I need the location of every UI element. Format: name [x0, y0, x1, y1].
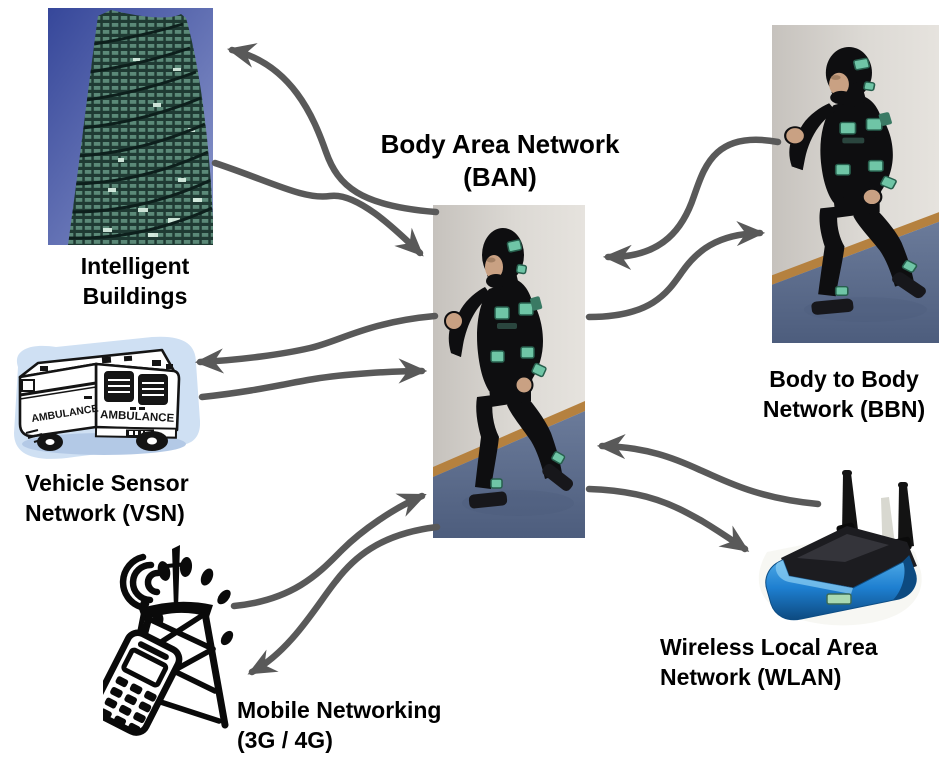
arrow-ban-to-wlan — [585, 485, 750, 553]
arrow-ban-to-mobile — [247, 523, 441, 676]
door-handle — [139, 407, 145, 410]
title-line1: Body Area Network — [380, 129, 620, 159]
window-blinds — [108, 379, 164, 396]
title-line2: (BAN) — [463, 162, 537, 192]
label-wlan: Wireless Local Area Network (WLAN) — [660, 632, 878, 692]
label-mobile-networking: Mobile Networking (3G / 4G) — [237, 695, 441, 755]
arrow-ban-to-bbn — [585, 220, 766, 321]
router-display — [826, 593, 852, 605]
label-line: Mobile Networking — [237, 697, 442, 723]
wheels — [37, 431, 168, 451]
door-handle — [130, 407, 136, 410]
mobile-phone-icon — [103, 599, 183, 736]
ambulance-image: AMBULANCE AMBULANCE — [14, 336, 200, 459]
label-line: (3G / 4G) — [237, 727, 333, 753]
label-line: Network (VSN) — [25, 500, 185, 526]
license-plate — [126, 429, 154, 437]
arrow-mobile-to-ban — [230, 492, 427, 610]
label-line: Buildings — [82, 283, 188, 309]
router-side-wedge — [893, 556, 917, 600]
arrow-ban-to-vsn — [194, 312, 439, 374]
label-line: Network (WLAN) — [660, 664, 842, 690]
arrow-vsn-to-ban — [198, 358, 428, 401]
label-bbn: Body to Body Network (BBN) — [746, 364, 942, 424]
speed-lines — [25, 429, 49, 443]
router-edge-light — [775, 560, 853, 594]
label-line: Network (BBN) — [762, 396, 926, 422]
ban-person-image — [433, 205, 585, 538]
intelligent-buildings-image — [48, 8, 213, 245]
label-line: Wireless Local Area — [660, 634, 878, 660]
router-top-highlight — [797, 534, 889, 562]
roof-lights — [40, 355, 173, 371]
label-vsn: Vehicle Sensor Network (VSN) — [25, 468, 189, 528]
signal-waves-icon — [119, 553, 162, 611]
wlan-router-image — [758, 470, 922, 626]
label-line: Body to Body — [769, 366, 919, 392]
cab-window — [21, 379, 35, 392]
label-line: Vehicle Sensor — [25, 470, 189, 496]
label-intelligent-buildings: Intelligent Buildings — [40, 251, 230, 311]
side-handle — [84, 396, 92, 399]
bbn-person-image — [772, 25, 939, 343]
mobile-tower-phone-image — [103, 545, 234, 736]
diagram-title: Body Area Network (BAN) — [340, 128, 660, 194]
ambulance-rear-text: AMBULANCE — [100, 409, 175, 425]
signal-dots — [152, 557, 234, 646]
label-line: Intelligent — [80, 253, 190, 279]
side-trim — [19, 381, 97, 400]
